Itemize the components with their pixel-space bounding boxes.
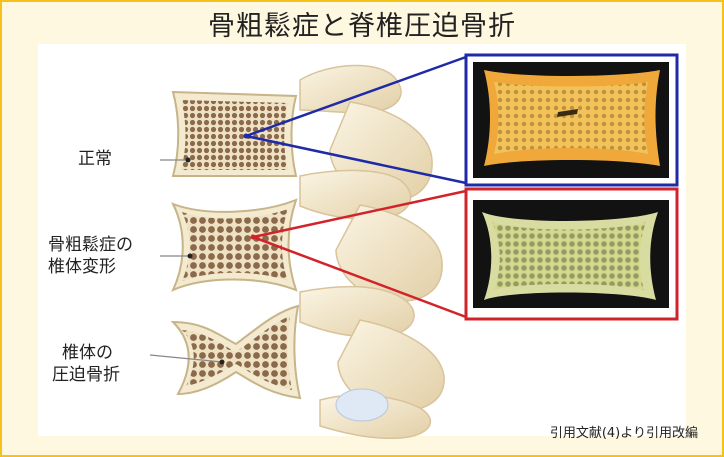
label-osteoporotic-line2: 椎体変形 xyxy=(48,256,133,278)
label-compression-line1: 椎体の xyxy=(52,342,120,364)
normal-vertebra-section xyxy=(173,92,296,176)
bottom-disc xyxy=(336,389,388,421)
label-compression-fracture: 椎体の 圧迫骨折 xyxy=(52,342,120,386)
source-credit: 引用文献(4)より引用改編 xyxy=(550,422,698,441)
normal-bone-photo xyxy=(473,62,669,178)
compression-fracture-section xyxy=(173,306,300,398)
vertebral-processes xyxy=(300,65,444,438)
label-normal: 正常 xyxy=(78,148,112,170)
label-compression-line2: 圧迫骨折 xyxy=(52,364,120,386)
label-osteoporotic-line1: 骨粗鬆症の xyxy=(48,234,133,256)
osteoporosis-bone-photo xyxy=(473,200,669,308)
label-osteoporotic-deformity: 骨粗鬆症の 椎体変形 xyxy=(48,234,133,278)
